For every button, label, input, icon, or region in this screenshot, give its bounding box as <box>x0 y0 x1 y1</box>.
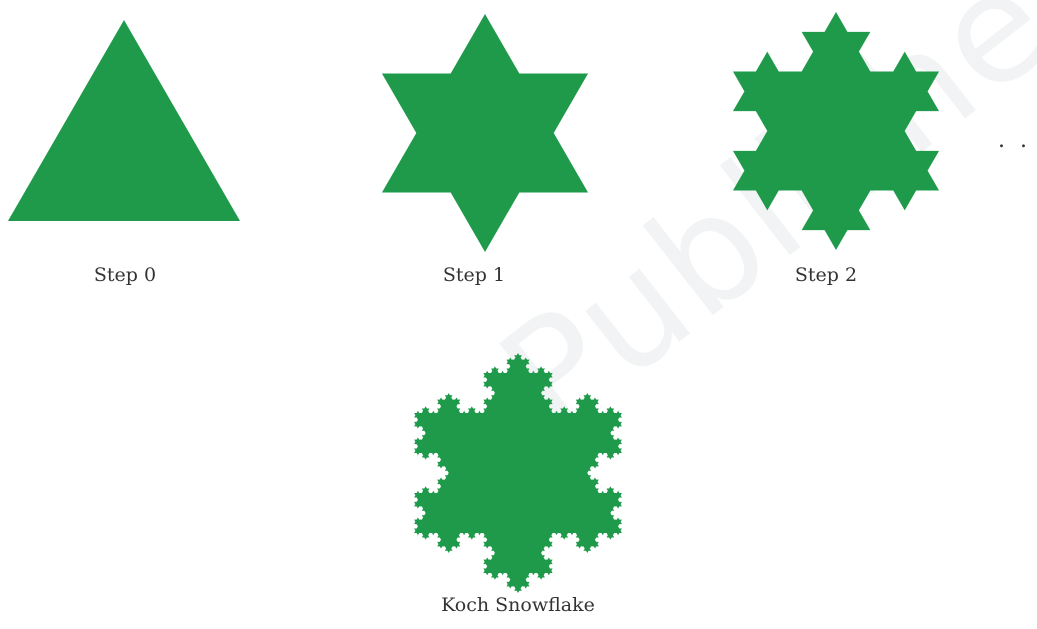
koch-snowflake-caption: Koch Snowflake <box>441 594 595 616</box>
step-0-caption: Step 0 <box>94 264 156 286</box>
continuation-dots: . . . <box>998 128 1037 153</box>
step-1-shape <box>382 14 588 252</box>
step-0-shape <box>8 20 240 221</box>
step-1-caption: Step 1 <box>443 264 505 286</box>
koch-snowflake-shape <box>414 353 622 593</box>
step-2-caption: Step 2 <box>795 264 857 286</box>
step-2-shape <box>733 12 939 250</box>
